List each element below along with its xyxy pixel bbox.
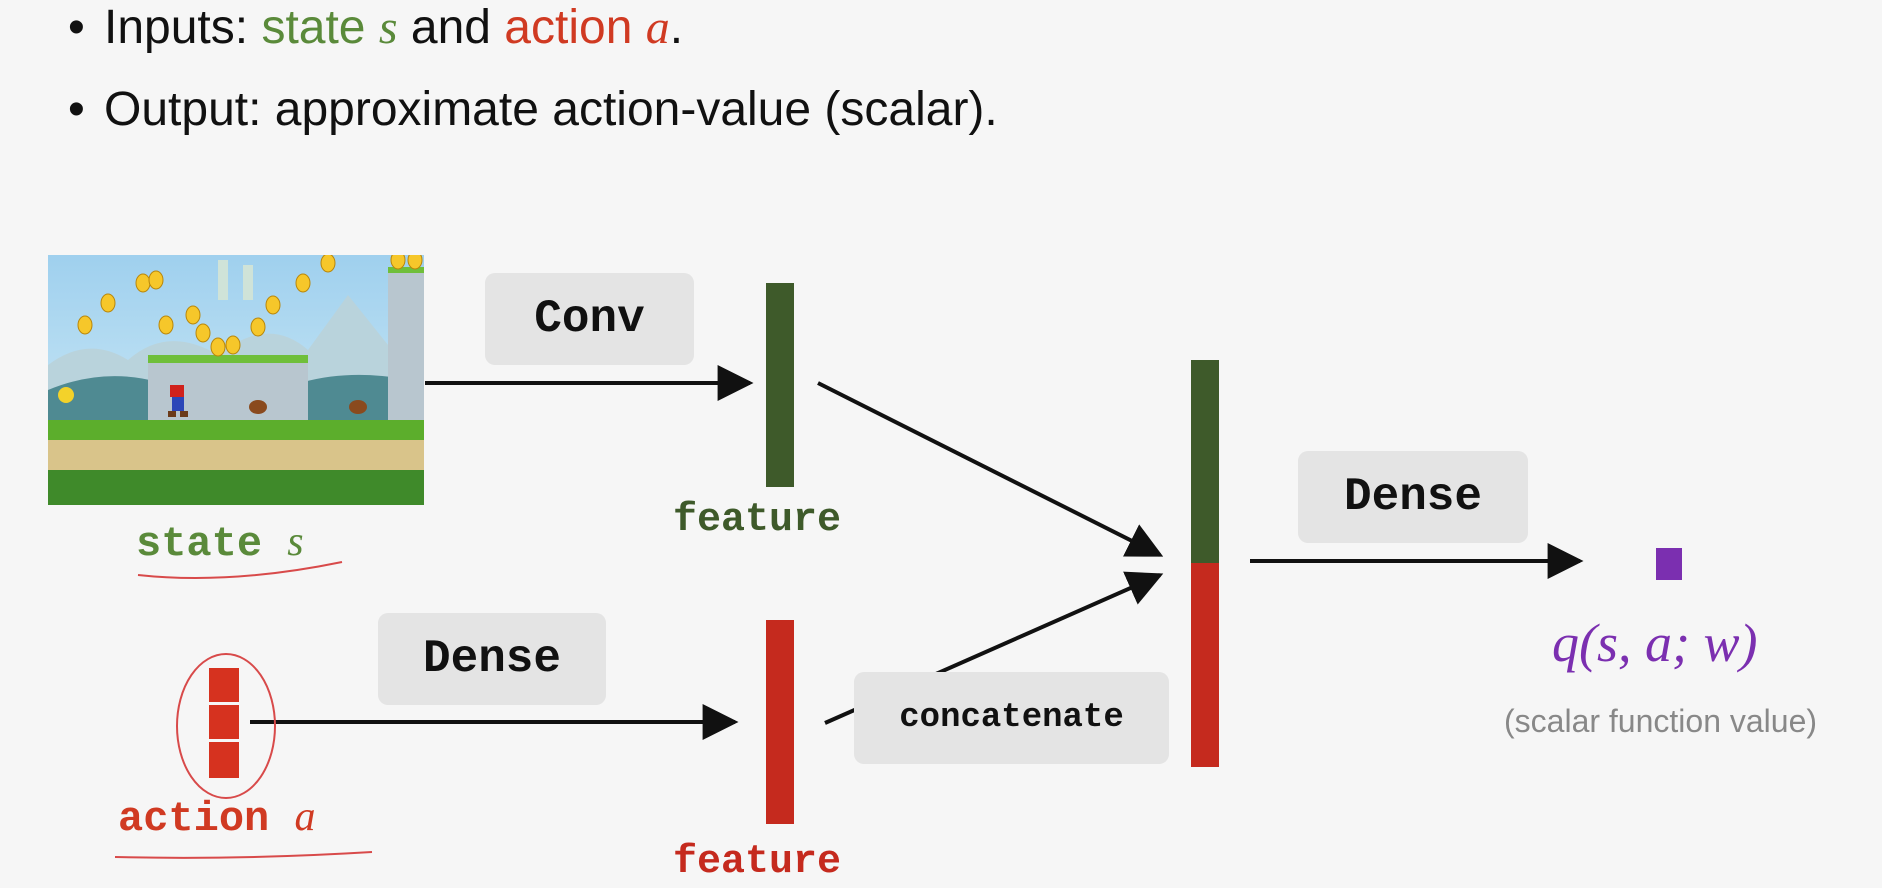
inputs-action: action [504, 1, 646, 54]
action-cell [209, 742, 239, 778]
state-feature-bar [766, 283, 794, 487]
action-caption-text: action [118, 795, 295, 843]
concat-feature-red [1191, 563, 1219, 767]
output-text: Output: approximate action-value (scalar… [104, 83, 998, 136]
conv-label: Conv [485, 273, 694, 365]
action-cell [209, 668, 239, 702]
action-cell [209, 705, 239, 739]
inputs-end: . [669, 1, 684, 54]
action-feature-bar [766, 620, 794, 824]
bullet-dot: • [68, 83, 85, 136]
dense-output-label: Dense [1298, 451, 1528, 543]
inputs-and: and [397, 1, 505, 54]
action-caption: action a [118, 793, 315, 843]
output-scalar [1656, 548, 1682, 580]
one-hot-action-vector-icon [209, 668, 239, 778]
arrow-state-feature-to-concat [817, 381, 1164, 557]
concat-feature-green [1191, 360, 1219, 563]
action-circle [176, 653, 276, 799]
action-underline [114, 851, 373, 859]
action-feature-caption: feature [673, 840, 842, 885]
mario-game-screenshot-icon [48, 255, 424, 505]
dense-action-label: Dense [378, 613, 606, 705]
bullet-output: • Output: approximate action-value (scala… [68, 82, 998, 137]
concatenate-label: concatenate [854, 672, 1169, 764]
inputs-state-var: s [378, 1, 398, 54]
state-feature-caption: feature [673, 498, 842, 543]
inputs-prefix: Inputs: [104, 1, 262, 54]
action-var: a [294, 794, 316, 840]
bullet-inputs: • Inputs: state s and action a. [68, 0, 683, 55]
state-var: s [287, 519, 304, 565]
state-caption: state s [136, 518, 304, 568]
inputs-state: state [261, 1, 379, 54]
state-underline [137, 561, 343, 579]
bullet-dot: • [68, 1, 85, 54]
output-formula: q(s, a; w) [1552, 613, 1758, 673]
state-caption-text: state [136, 520, 288, 568]
output-note: (scalar function value) [1504, 703, 1818, 739]
inputs-action-var: a [645, 1, 670, 54]
